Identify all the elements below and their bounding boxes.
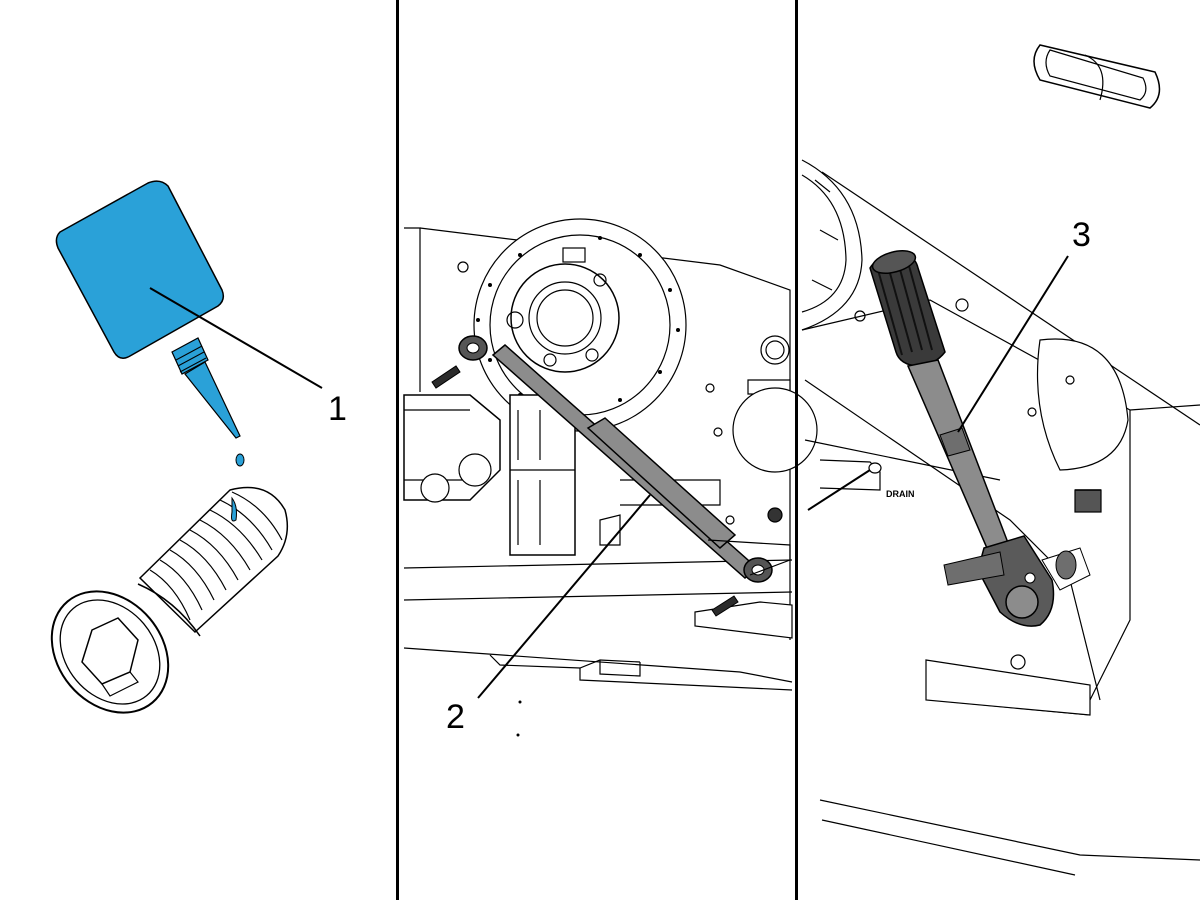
- leader-line-3: [957, 255, 1069, 433]
- drain-label: DRAIN: [886, 489, 915, 499]
- callout-3: 3: [1072, 216, 1091, 254]
- leader-line-2: [477, 494, 651, 699]
- leader-line-1: [149, 287, 323, 389]
- panel-divider-left: [396, 0, 399, 900]
- panel-1: [50, 180, 323, 714]
- socket-head-cap-screw-icon: [50, 486, 289, 714]
- panel-2: [403, 218, 818, 737]
- callout-1: 1: [328, 390, 347, 428]
- threadlocker-bottle-icon: [55, 180, 245, 467]
- panel-3: [801, 44, 1200, 876]
- support-bar-icon: [431, 335, 791, 617]
- callout-2: 2: [446, 698, 465, 736]
- torque-wrench-icon: [869, 250, 1091, 627]
- panel-divider-right: [795, 0, 798, 900]
